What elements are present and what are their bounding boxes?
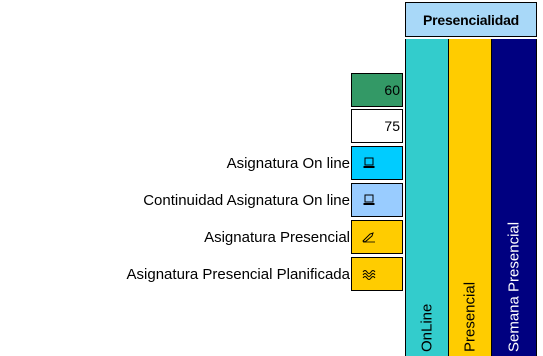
legend-swatch-online bbox=[351, 146, 403, 180]
column-presencial-label: Presencial bbox=[461, 281, 479, 352]
value-box-green: 60 bbox=[351, 73, 403, 107]
column-semana-presencial: Semana Presencial bbox=[491, 39, 537, 356]
legend-label-planificada: Asignatura Presencial Planificada bbox=[126, 265, 350, 283]
wave-pattern-icon bbox=[361, 266, 377, 282]
column-online-label: OnLine bbox=[418, 303, 436, 352]
writing-hand-icon bbox=[361, 229, 377, 245]
column-online: OnLine bbox=[405, 39, 448, 356]
legend-swatch-presencial bbox=[351, 220, 403, 254]
column-semana-presencial-label: Semana Presencial bbox=[505, 221, 523, 352]
computer-icon bbox=[361, 155, 377, 171]
value-white: 75 bbox=[384, 118, 400, 134]
legend-label-continuidad: Continuidad Asignatura On line bbox=[143, 191, 350, 209]
presencialidad-header: Presencialidad bbox=[405, 2, 537, 37]
column-presencial: Presencial bbox=[448, 39, 491, 356]
legend-swatch-continuidad bbox=[351, 183, 403, 217]
computer-icon bbox=[361, 192, 377, 208]
header-title: Presencialidad bbox=[422, 11, 520, 28]
value-box-white: 75 bbox=[351, 109, 403, 143]
legend-swatch-planificada bbox=[351, 257, 403, 291]
legend-label-online: Asignatura On line bbox=[226, 154, 350, 172]
value-green: 60 bbox=[384, 82, 400, 98]
legend-label-presencial: Asignatura Presencial bbox=[204, 228, 350, 246]
